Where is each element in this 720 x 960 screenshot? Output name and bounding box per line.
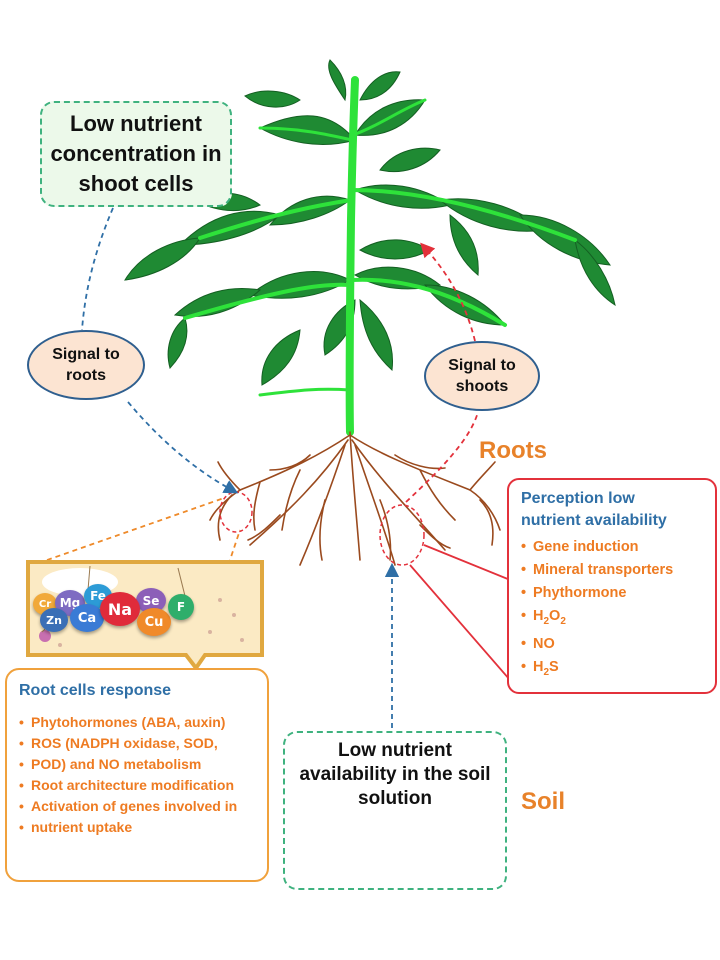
ion-cu: Cu bbox=[137, 608, 171, 636]
plant-stem bbox=[183, 76, 577, 436]
root-zone-left-circle bbox=[219, 491, 253, 533]
arrow-roots-to-signal-shoots bbox=[405, 411, 479, 503]
soil-solution-box: Low nutrient availability in the soil so… bbox=[283, 731, 507, 890]
list-item: Activation of genes involved in bbox=[19, 796, 261, 817]
shoot-box-line-3: shoot cells bbox=[78, 171, 194, 196]
list-item: Phythormone bbox=[521, 582, 709, 605]
arrow-signal-shoots-to-plant bbox=[420, 242, 476, 342]
signal-shoots-line-1: Signal to bbox=[448, 357, 516, 374]
arrow-signal-roots-to-roots bbox=[127, 401, 239, 494]
soil-box-line-1: Low nutrient bbox=[338, 740, 452, 761]
plant-roots bbox=[209, 431, 501, 566]
list-item: Phytohormones (ABA, auxin) bbox=[19, 712, 261, 733]
list-item: Gene induction bbox=[521, 536, 709, 559]
signal-to-shoots-oval: Signal to shoots bbox=[424, 341, 540, 411]
root-zone-right-circle bbox=[379, 504, 425, 566]
line-cell-to-root-left bbox=[29, 497, 225, 567]
perception-title-line-2: nutrient availability bbox=[521, 512, 667, 529]
signal-roots-line-2: roots bbox=[66, 367, 106, 384]
ion-na: Na bbox=[100, 592, 140, 626]
list-item-h2o2: H2O2 bbox=[521, 605, 709, 633]
signal-to-roots-oval: Signal to roots bbox=[27, 330, 145, 400]
ion-zn: Zn bbox=[40, 608, 68, 632]
ion-f: F bbox=[168, 594, 194, 620]
list-item-continued: POD) and NO metabolism bbox=[19, 754, 261, 775]
perception-box: Perception low nutrient availability Gen… bbox=[507, 478, 717, 694]
list-item-h2s: H2S bbox=[521, 656, 709, 684]
arrow-shoot-box-to-signal-roots bbox=[81, 207, 114, 331]
perception-list: Gene induction Mineral transporters Phyt… bbox=[521, 536, 709, 684]
soil-box-line-3: solution bbox=[358, 788, 432, 809]
soil-label: Soil bbox=[521, 788, 566, 815]
list-item: Mineral transporters bbox=[521, 559, 709, 582]
line-perception-bottom-to-root-zone bbox=[409, 564, 511, 681]
perception-title-line-1: Perception low bbox=[521, 490, 635, 507]
shoot-cells-box: Low nutrient concentration in shoot cell… bbox=[40, 101, 232, 207]
list-item-continued: nutrient uptake bbox=[19, 817, 261, 838]
ion-ca: Ca bbox=[70, 604, 104, 632]
signal-shoots-line-2: shoots bbox=[455, 378, 509, 395]
root-cells-response-box: Root cells response Phytohormones (ABA, … bbox=[5, 668, 269, 882]
list-item: Root architecture modification bbox=[19, 775, 261, 796]
list-item: ROS (NADPH oxidase, SOD, bbox=[19, 733, 261, 754]
shoot-box-line-1: Low nutrient bbox=[70, 111, 202, 136]
soil-box-line-2: availability in the soil bbox=[299, 764, 491, 785]
root-response-list: Phytohormones (ABA, auxin) ROS (NADPH ox… bbox=[19, 712, 261, 838]
root-response-title: Root cells response bbox=[19, 682, 172, 699]
shoot-box-line-2: concentration in bbox=[50, 141, 222, 166]
signal-roots-line-1: Signal to bbox=[52, 346, 120, 363]
roots-label: Roots bbox=[479, 437, 547, 464]
list-item-no: NO bbox=[521, 633, 709, 656]
